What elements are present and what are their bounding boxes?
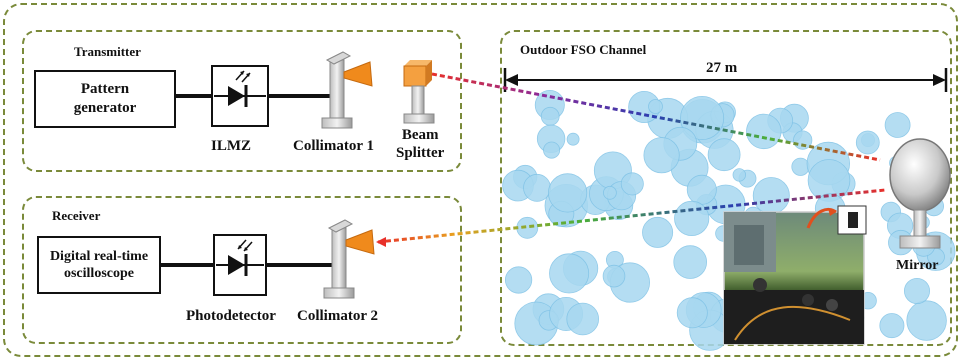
- setup-photo: [723, 205, 867, 345]
- cloud-puff: [642, 216, 674, 248]
- cloud-puff: [732, 168, 747, 182]
- cloud-puff: [566, 132, 580, 146]
- rx-arrowhead: [376, 237, 386, 247]
- cloud-puff: [746, 113, 782, 150]
- cloud-puff: [566, 302, 599, 336]
- transmitter-title: Transmitter: [74, 44, 141, 59]
- receiver-panel: [22, 196, 462, 344]
- beam-splitter-icon: [403, 60, 435, 124]
- collimator-1-icon: [321, 51, 373, 129]
- distance-label: 27 m: [706, 60, 738, 76]
- photodetector-label: Photodetector: [186, 308, 276, 324]
- cloud-puff: [549, 253, 590, 294]
- cloud-puff: [543, 141, 561, 159]
- photodetector-block: [213, 234, 267, 296]
- cloud-puff: [680, 96, 725, 141]
- cloud-puff: [855, 130, 880, 155]
- receiver-title: Receiver: [52, 208, 101, 223]
- cloud-puff: [674, 200, 710, 236]
- cloud-puff: [879, 313, 905, 339]
- transmitter-panel: [22, 30, 462, 172]
- cloud-puff: [676, 297, 708, 329]
- collimator-1-label: Collimator 1: [293, 138, 374, 154]
- oscilloscope-block: Digital real-time oscilloscope: [37, 236, 161, 294]
- cloud-puff: [540, 106, 560, 126]
- ilmz-label: ILMZ: [211, 138, 252, 154]
- cloud-puff: [523, 173, 551, 202]
- channel-panel: [500, 30, 952, 346]
- cloud-puff: [791, 157, 810, 176]
- cloud-puff: [602, 264, 626, 288]
- cloud-puff: [603, 185, 617, 200]
- mirror-icon: [889, 138, 951, 249]
- channel-title: Outdoor FSO Channel: [520, 42, 647, 57]
- outer-frame: [3, 3, 958, 357]
- cloud-puff: [904, 277, 931, 304]
- cloud-puff: [620, 172, 644, 196]
- cloud-puff: [673, 245, 707, 279]
- beam-splitter-label: Beam Splitter: [396, 127, 445, 161]
- mirror-label: Mirror: [896, 258, 939, 273]
- cloud-puff: [884, 112, 911, 138]
- beam-to-mirror: [431, 72, 881, 162]
- pattern-generator-block: Pattern generator: [34, 70, 176, 128]
- ilmz-block: [211, 65, 269, 127]
- cloud-puff: [686, 174, 717, 205]
- cloud-puff: [516, 216, 539, 239]
- beam-from-mirror: [377, 188, 886, 244]
- cloud-puff: [504, 266, 533, 294]
- cloud-puff: [547, 173, 588, 213]
- cloud-puff: [707, 138, 741, 172]
- cloud-puff: [906, 300, 947, 341]
- cloud-puff: [752, 177, 790, 215]
- collimator-2-icon: [323, 219, 375, 299]
- cloud-puff: [643, 137, 680, 174]
- cloud-puff: [648, 99, 663, 114]
- collimator-2-label: Collimator 2: [297, 308, 378, 324]
